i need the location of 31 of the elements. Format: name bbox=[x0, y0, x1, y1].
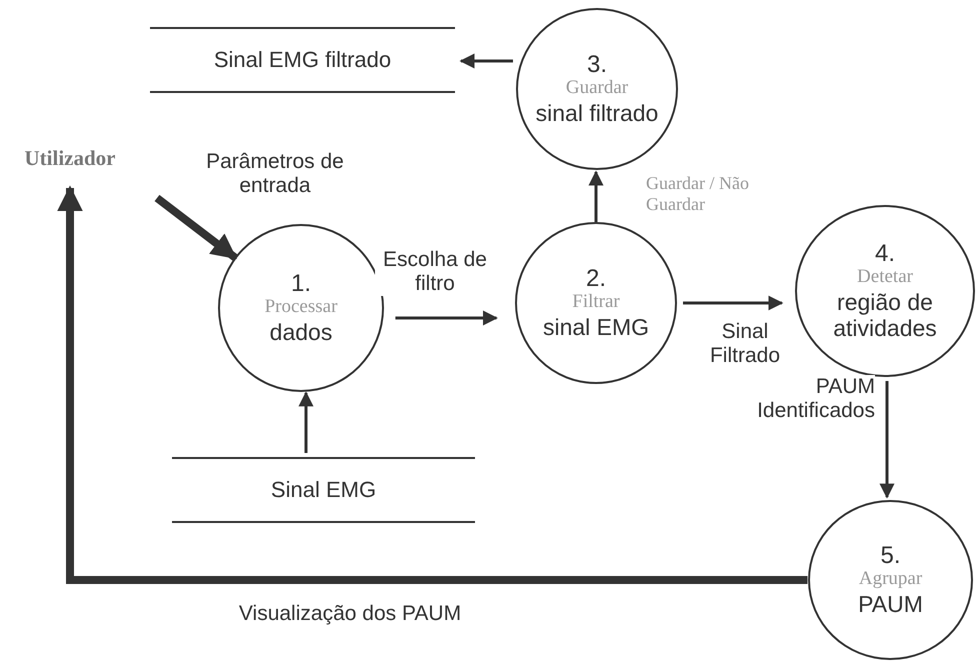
store-label: Sinal EMG bbox=[270, 477, 376, 503]
process-label: Filtrar bbox=[572, 290, 620, 314]
arrow bbox=[683, 296, 784, 310]
process-label: Detetar bbox=[857, 266, 913, 289]
process-label: sinal EMG bbox=[542, 314, 650, 340]
process-label: dados bbox=[270, 318, 332, 346]
process-label: Agrupar bbox=[858, 568, 922, 591]
process-circle bbox=[515, 222, 677, 384]
process-number: 5. bbox=[880, 542, 900, 568]
process-label: Guardar bbox=[566, 76, 628, 100]
process-number: 1. bbox=[290, 270, 311, 296]
process-circle bbox=[808, 500, 973, 660]
arrow bbox=[57, 185, 808, 584]
arrow bbox=[588, 170, 604, 222]
process-label: Processar bbox=[264, 296, 338, 319]
process-number: 3. bbox=[586, 52, 607, 77]
data-store bbox=[150, 27, 455, 93]
process-label: região de atividades bbox=[832, 288, 938, 342]
store-label: Sinal EMG filtrado bbox=[214, 47, 392, 73]
process-number: 4. bbox=[874, 240, 895, 266]
process-number: 2. bbox=[586, 266, 606, 291]
entity-label: Utilizador bbox=[24, 146, 116, 170]
process-label: sinal filtrado bbox=[536, 100, 658, 126]
arrow bbox=[154, 194, 238, 261]
arrow bbox=[460, 54, 513, 68]
arrow bbox=[880, 380, 894, 499]
arrow bbox=[298, 391, 314, 453]
process-label: PAUM bbox=[858, 590, 923, 618]
arrow bbox=[395, 310, 498, 326]
data-store bbox=[172, 457, 475, 523]
process-circle bbox=[516, 8, 678, 170]
